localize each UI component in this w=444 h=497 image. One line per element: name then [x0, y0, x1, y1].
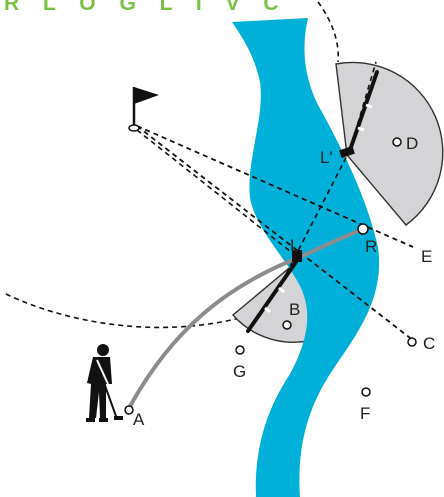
- point-c-marker: [407, 337, 417, 347]
- ball-path: [127, 227, 365, 410]
- label-r: R: [365, 237, 377, 256]
- label-f: F: [360, 404, 370, 423]
- line-l-to-lprime-upper: [349, 61, 377, 151]
- water-hazard: [232, 18, 380, 497]
- dashed-arc-lower: [5, 293, 241, 329]
- dashed-arc-upper: [317, 1, 340, 63]
- label-a: A: [133, 410, 145, 429]
- club-upper: [339, 70, 379, 158]
- point-b-marker: [282, 320, 292, 330]
- label-d: D: [406, 134, 418, 153]
- point-a-marker: [124, 405, 134, 415]
- point-d-marker: [392, 137, 402, 147]
- label-l-prime: L': [320, 148, 333, 167]
- line-flag-to-l: [136, 129, 301, 260]
- label-e: E: [421, 247, 432, 266]
- golfer-icon: [86, 344, 123, 422]
- point-r-marker: [357, 223, 369, 235]
- label-c: C: [423, 334, 435, 353]
- drop-zone-upper: [335, 61, 444, 226]
- line-flag-to-c: [136, 125, 415, 342]
- flag-icon: [128, 87, 159, 132]
- label-l: L: [290, 236, 299, 255]
- point-f-marker: [361, 387, 371, 397]
- label-b: B: [289, 300, 300, 319]
- label-g: G: [233, 362, 246, 381]
- club-lower: [246, 250, 302, 333]
- line-l-to-lprime: [281, 149, 351, 283]
- header-fragment: R L O G L I V C: [4, 0, 288, 15]
- point-g-marker: [235, 345, 245, 355]
